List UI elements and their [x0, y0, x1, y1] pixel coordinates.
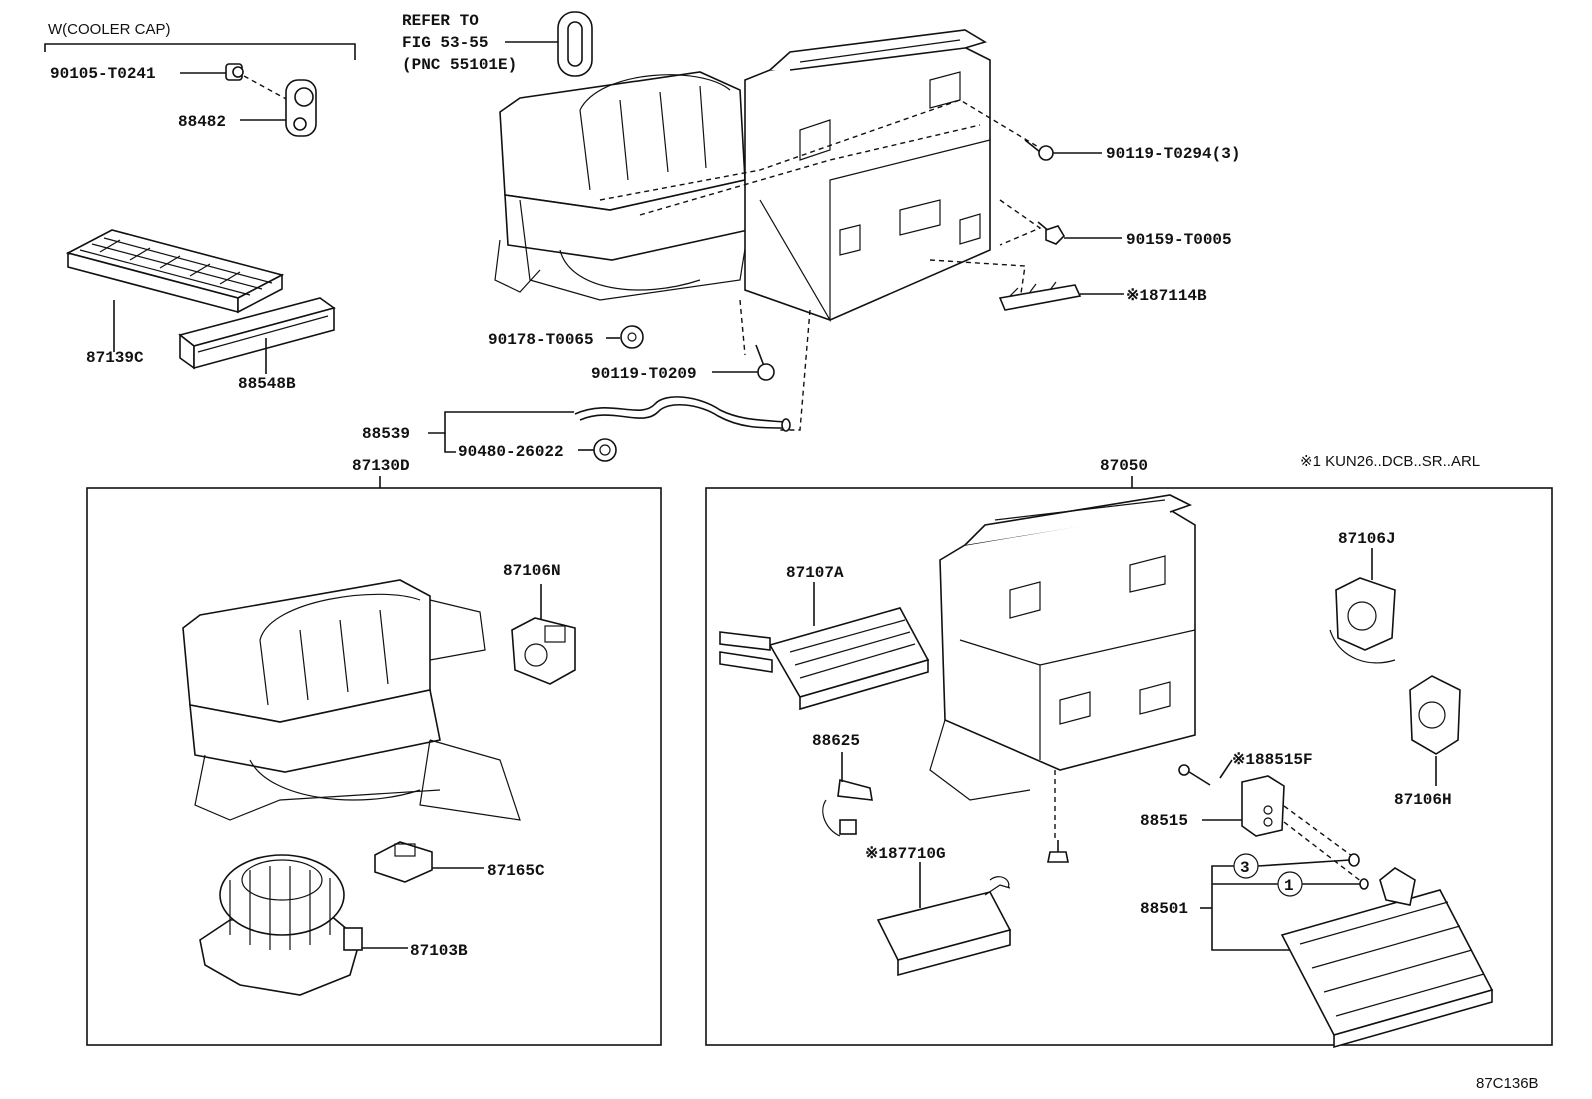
label-87710g[interactable]: ※187710G [865, 845, 946, 863]
label-87106h[interactable]: 87106H [1394, 791, 1452, 809]
label-88625[interactable]: 88625 [812, 732, 860, 750]
expansion-valve-88515 [1241, 775, 1285, 837]
label-87130d[interactable]: 87130D [352, 457, 410, 475]
screw-heater [1047, 840, 1069, 863]
label-87107a[interactable]: 87107A [786, 564, 844, 582]
bolt-90119-t0294 [1024, 139, 1054, 161]
bolt-88515f [1178, 764, 1211, 786]
heater-core-87107a [719, 607, 930, 711]
servo-87106h [1409, 675, 1461, 755]
label-90119-t0209[interactable]: 90119-T0209 [591, 365, 697, 383]
label-87050[interactable]: 87050 [1100, 457, 1148, 475]
cooler-cap-group: W(COOLER CAP) 90105-T0241 88482 [44, 21, 356, 137]
label-88501[interactable]: 88501 [1140, 900, 1188, 918]
label-90178-t0065[interactable]: 90178-T0065 [488, 331, 594, 349]
label-90480-26022[interactable]: 90480-26022 [458, 443, 564, 461]
servo-87106j [1329, 577, 1396, 664]
group-note: W(COOLER CAP) [48, 21, 171, 38]
nut-90178-t0065 [620, 325, 644, 349]
heater-unit-box [705, 487, 1553, 1046]
label-88515[interactable]: 88515 [1140, 812, 1188, 830]
label-90159-t0005[interactable]: 90159-T0005 [1126, 231, 1232, 249]
grommet-55101e [557, 11, 593, 77]
o-ring-1 [1359, 878, 1369, 890]
refer-note-group: REFER TO FIG 53-55 (PNC 55101E) [402, 11, 593, 77]
label-87139c[interactable]: 87139C [86, 349, 144, 367]
bolt-90119-t0209 [755, 344, 775, 381]
label-87106j[interactable]: 87106J [1338, 530, 1396, 548]
blower-assembly-box [86, 487, 662, 1046]
label-87114b[interactable]: ※187114B [1126, 287, 1207, 305]
o-ring-3 [1348, 853, 1360, 867]
blower-motor-87103b [199, 854, 363, 996]
air-filter-87139c [65, 229, 285, 314]
drain-hose-88539 [574, 396, 791, 432]
label-88515f[interactable]: ※188515F [1232, 751, 1313, 769]
refer-line-2: FIG 53-55 [402, 34, 488, 52]
clip-90105-t0241 [225, 63, 244, 81]
label-87103b[interactable]: 87103B [410, 942, 468, 960]
label-88548b[interactable]: 88548B [238, 375, 296, 393]
cooler-cap-88482 [285, 79, 317, 137]
diagram-id: 87C136B [1476, 1075, 1539, 1092]
footnote: ※1 KUN26..DCB..SR..ARL [1300, 453, 1480, 470]
circle-1: 1 [1284, 877, 1294, 895]
circle-3: 3 [1240, 859, 1250, 877]
amplifier-87710g [876, 876, 1012, 977]
clamp-90480-26022 [593, 438, 617, 462]
blower-case-87130d [182, 579, 521, 821]
evaporator-88501 [1280, 867, 1494, 1049]
hvac-assembly-top [494, 29, 1042, 431]
heater-case-87050 [929, 494, 1196, 801]
label-88482[interactable]: 88482 [178, 113, 226, 131]
sensor-88625 [822, 778, 873, 837]
refer-line-3: (PNC 55101E) [402, 56, 517, 74]
screw-90159-t0005 [1037, 221, 1066, 245]
bracket-87114b [998, 281, 1082, 311]
label-87165c[interactable]: 87165C [487, 862, 545, 880]
filter-cover-88548b [178, 297, 336, 370]
label-90105-t0241[interactable]: 90105-T0241 [50, 65, 156, 83]
label-87106n[interactable]: 87106N [503, 562, 561, 580]
resistor-87165c [374, 841, 433, 883]
label-90119-t0294[interactable]: 90119-T0294(3) [1106, 145, 1240, 163]
servo-87106n [511, 617, 576, 685]
refer-line-1: REFER TO [402, 12, 479, 30]
label-88539[interactable]: 88539 [362, 425, 410, 443]
